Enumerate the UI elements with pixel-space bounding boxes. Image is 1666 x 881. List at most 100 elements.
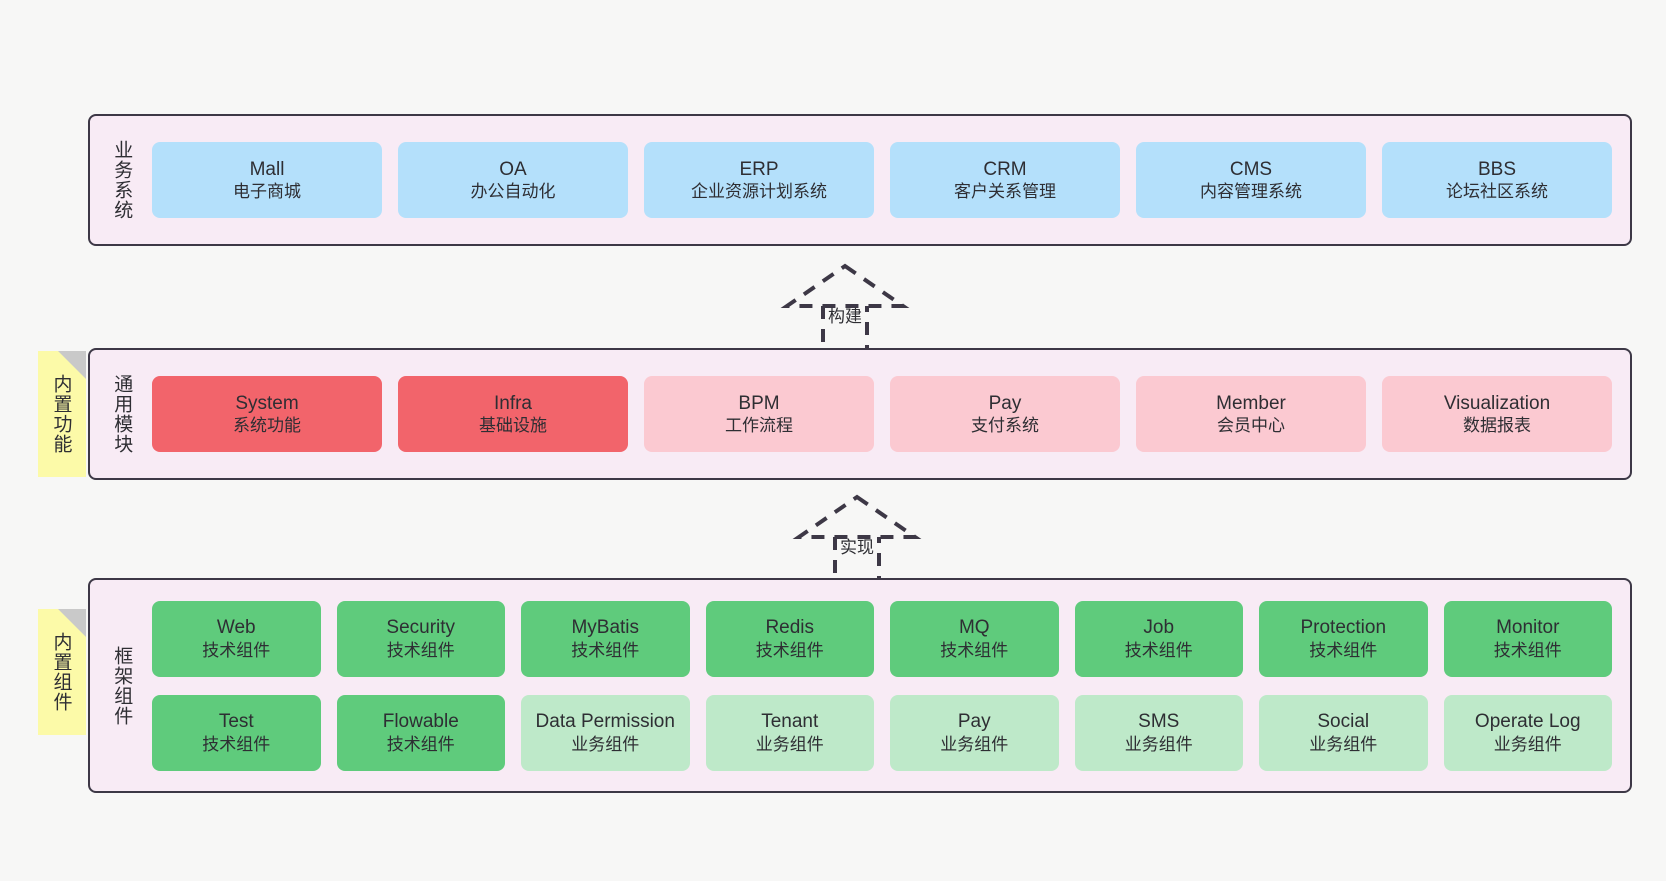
card-operate-log[interactable]: Operate Log 业务组件 [1443, 694, 1612, 771]
card-member[interactable]: Member 会员中心 [1136, 376, 1366, 452]
card-title: Mall [249, 158, 285, 180]
card-mybatis[interactable]: MyBatis 技术组件 [521, 600, 690, 677]
layer-title-common-module: 通用模块 [111, 374, 133, 454]
card-title: Member [1216, 392, 1286, 414]
card-title: Infra [493, 392, 533, 414]
card-subtitle: 工作流程 [725, 416, 793, 436]
card-subtitle: 业务组件 [1124, 734, 1193, 754]
card-subtitle: 技术组件 [386, 640, 455, 660]
connector-build: 构建 [760, 262, 930, 360]
card-title: CMS [1229, 158, 1273, 180]
card-title: Flowable [382, 711, 459, 733]
card-title: Visualization [1443, 392, 1551, 414]
card-subtitle: 内容管理系统 [1200, 182, 1302, 202]
card-subtitle: 技术组件 [755, 640, 824, 660]
note-fold-corner [58, 609, 86, 637]
card-subtitle: 会员中心 [1217, 416, 1285, 436]
card-bbs[interactable]: BBS 论坛社区系统 [1382, 142, 1612, 218]
card-subtitle: 电子商城 [233, 182, 301, 202]
card-subtitle: 技术组件 [202, 640, 271, 660]
note-label: 内置功能 [50, 374, 72, 454]
card-row: Mall 电子商城 OA 办公自动化 ERP 企业资源计划系统 CRM 客户关系… [152, 142, 1612, 218]
card-subtitle: 业务组件 [1493, 734, 1562, 754]
card-infra[interactable]: Infra 基础设施 [398, 376, 628, 452]
card-title: ERP [739, 158, 779, 180]
card-visualization[interactable]: Visualization 数据报表 [1382, 376, 1612, 452]
note-builtin-components: 内置组件 [38, 609, 86, 735]
card-subtitle: 技术组件 [1309, 640, 1378, 660]
cards-wrap-business-system: Mall 电子商城 OA 办公自动化 ERP 企业资源计划系统 CRM 客户关系… [138, 116, 1630, 244]
card-title: MyBatis [571, 617, 640, 639]
card-erp[interactable]: ERP 企业资源计划系统 [644, 142, 874, 218]
card-flowable[interactable]: Flowable 技术组件 [336, 694, 505, 771]
card-bpm[interactable]: BPM 工作流程 [644, 376, 874, 452]
card-subtitle: 数据报表 [1463, 416, 1531, 436]
card-subtitle: 业务组件 [755, 734, 824, 754]
card-subtitle: 技术组件 [386, 734, 455, 754]
card-title: System [235, 392, 299, 414]
card-pay-business[interactable]: Pay 业务组件 [890, 694, 1059, 771]
card-title: Data Permission [535, 711, 675, 733]
card-security[interactable]: Security 技术组件 [336, 600, 505, 677]
card-subtitle: 技术组件 [202, 734, 271, 754]
card-title: Monitor [1496, 617, 1560, 639]
card-title: BPM [738, 392, 780, 414]
card-row: System 系统功能 Infra 基础设施 BPM 工作流程 Pay 支付系统… [152, 376, 1612, 452]
card-title: Test [218, 711, 254, 733]
card-system[interactable]: System 系统功能 [152, 376, 382, 452]
card-subtitle: 企业资源计划系统 [691, 182, 827, 202]
arrow-head-triangle [780, 263, 910, 308]
note-builtin-features: 内置功能 [38, 351, 86, 477]
card-subtitle: 系统功能 [233, 416, 301, 436]
card-title: OA [499, 158, 527, 180]
card-title: Operate Log [1474, 711, 1581, 733]
card-row: Test 技术组件 Flowable 技术组件 Data Permission … [152, 694, 1612, 771]
layer-framework-component: 框架组件 Web 技术组件 Security 技术组件 MyBatis 技术组件… [88, 578, 1632, 793]
card-data-permission[interactable]: Data Permission 业务组件 [521, 694, 690, 771]
card-title: Security [386, 617, 456, 639]
connector-build-label: 构建 [828, 307, 862, 326]
card-subtitle: 业务组件 [571, 734, 640, 754]
card-crm[interactable]: CRM 客户关系管理 [890, 142, 1120, 218]
card-subtitle: 业务组件 [1309, 734, 1378, 754]
layer-title-business-system: 业务系统 [111, 140, 133, 220]
card-sms[interactable]: SMS 业务组件 [1074, 694, 1243, 771]
card-title: Tenant [761, 711, 819, 733]
card-subtitle: 技术组件 [571, 640, 640, 660]
card-title: Pay [957, 711, 991, 733]
card-oa[interactable]: OA 办公自动化 [398, 142, 628, 218]
card-title: Social [1317, 711, 1370, 733]
card-test[interactable]: Test 技术组件 [152, 694, 321, 771]
note-label: 内置组件 [50, 632, 72, 712]
layer-business-system: 业务系统 Mall 电子商城 OA 办公自动化 ERP 企业资源计划系统 CRM… [88, 114, 1632, 246]
card-tenant[interactable]: Tenant 业务组件 [705, 694, 874, 771]
card-row: Web 技术组件 Security 技术组件 MyBatis 技术组件 Redi… [152, 600, 1612, 677]
card-subtitle: 支付系统 [971, 416, 1039, 436]
card-mq[interactable]: MQ 技术组件 [890, 600, 1059, 677]
cards-wrap-framework-component: Web 技术组件 Security 技术组件 MyBatis 技术组件 Redi… [138, 580, 1630, 791]
card-pay[interactable]: Pay 支付系统 [890, 376, 1120, 452]
card-subtitle: 技术组件 [940, 640, 1009, 660]
card-monitor[interactable]: Monitor 技术组件 [1443, 600, 1612, 677]
card-title: Redis [765, 617, 815, 639]
connector-implement: 实现 [772, 493, 942, 591]
card-cms[interactable]: CMS 内容管理系统 [1136, 142, 1366, 218]
card-social[interactable]: Social 业务组件 [1259, 694, 1428, 771]
note-fold-corner [58, 351, 86, 379]
card-subtitle: 技术组件 [1493, 640, 1562, 660]
layer-common-module: 通用模块 System 系统功能 Infra 基础设施 BPM 工作流程 Pay… [88, 348, 1632, 480]
card-title: MQ [958, 617, 990, 639]
card-subtitle: 办公自动化 [470, 182, 556, 202]
card-title: Web [216, 617, 256, 639]
card-subtitle: 业务组件 [940, 734, 1009, 754]
card-web[interactable]: Web 技术组件 [152, 600, 321, 677]
card-subtitle: 客户关系管理 [954, 182, 1056, 202]
card-title: Pay [988, 392, 1022, 414]
card-redis[interactable]: Redis 技术组件 [705, 600, 874, 677]
card-mall[interactable]: Mall 电子商城 [152, 142, 382, 218]
card-job[interactable]: Job 技术组件 [1074, 600, 1243, 677]
card-protection[interactable]: Protection 技术组件 [1259, 600, 1428, 677]
layer-title-framework-component: 框架组件 [111, 645, 133, 726]
card-subtitle: 基础设施 [479, 416, 547, 436]
